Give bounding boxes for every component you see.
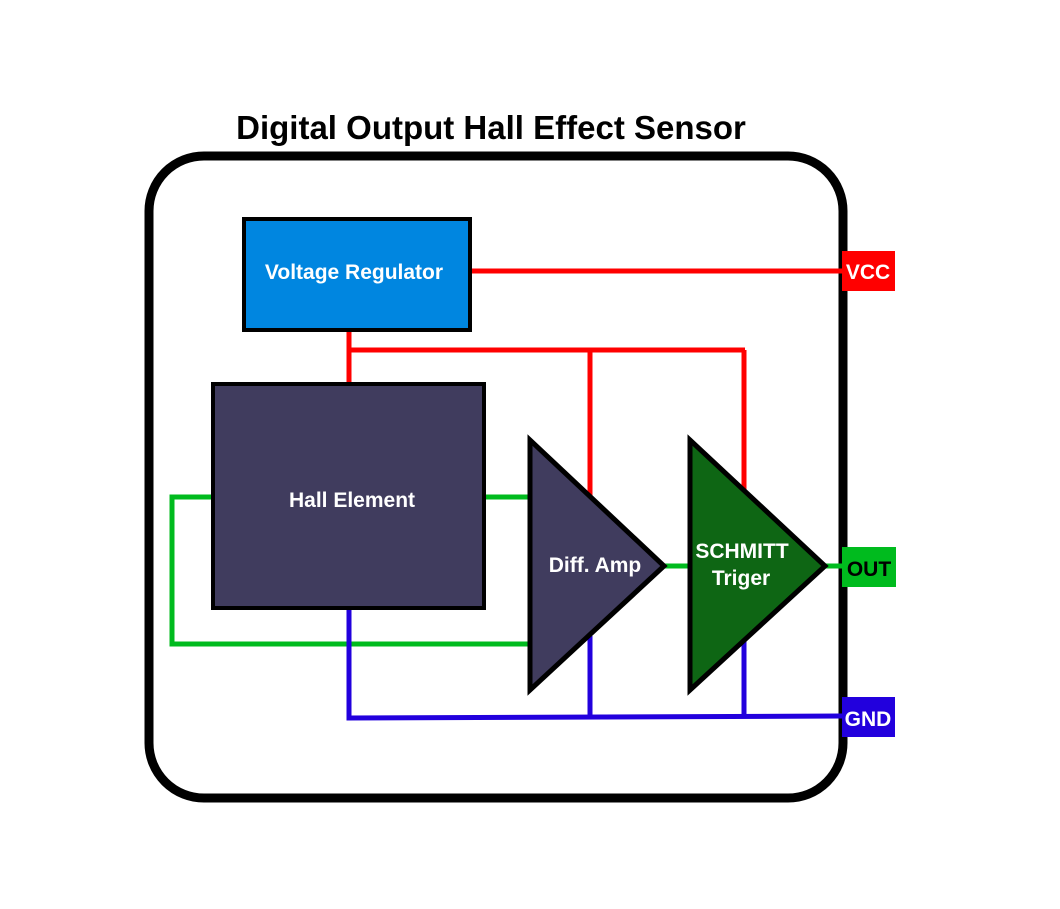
diff-amp-triangle [527,434,668,696]
vcc-pin-box [842,251,895,291]
gnd-pin-label: GND [845,708,892,731]
hall-element-label: Hall Element [289,489,415,512]
gnd-pin: GND [842,697,895,737]
diff-amp-block: Diff. Amp [527,434,668,696]
diagram-title: Digital Output Hall Effect Sensor [236,109,746,146]
out-pin: OUT [842,547,896,587]
vcc-pin: VCC [842,251,895,291]
gnd-wires [346,608,843,721]
schmitt-label-line1: SCHMITT [695,540,788,563]
gnd-pin-box [842,697,895,737]
schmitt-trigger-triangle [687,434,829,696]
vcc-wires [346,268,842,497]
vcc-pin-label: VCC [846,261,890,284]
voltage-regulator-label: Voltage Regulator [265,261,443,284]
gnd-bus [346,608,843,721]
out-pin-box [842,547,896,587]
voltage-regulator-block: Voltage Regulator [242,217,472,332]
hall-element-block: Hall Element [211,382,486,610]
voltage-regulator-box [242,217,472,332]
out-pin-label: OUT [847,558,892,581]
diff-amp-label: Diff. Amp [549,554,642,577]
hall-element-box [211,382,486,610]
schmitt-label-line2: Triger [712,567,770,590]
schmitt-trigger-block: SCHMITT Triger [687,434,829,696]
